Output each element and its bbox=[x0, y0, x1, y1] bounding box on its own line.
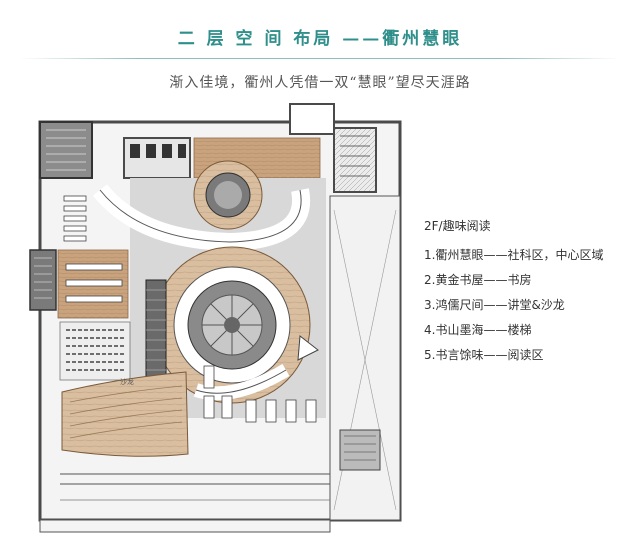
reading-tables bbox=[203, 365, 317, 423]
left-bookshelves bbox=[63, 195, 123, 303]
legend-item: 2.黄金书屋——书房 bbox=[424, 273, 532, 287]
legend-title: 2F/趣味阅读 bbox=[424, 219, 491, 233]
sofa-lounge: 沙龙 bbox=[61, 371, 189, 457]
floor-plan-drawing: 沙龙 bbox=[29, 103, 402, 533]
legend-item: 1.衢州慧眼——社科区，中心区域 bbox=[424, 248, 604, 262]
upper-reading-ring bbox=[92, 160, 311, 252]
divider-fade-right bbox=[500, 58, 620, 59]
title-divider bbox=[20, 58, 620, 59]
legend-item: 4.书山墨海——楼梯 bbox=[424, 323, 532, 337]
sofa-label: 沙龙 bbox=[120, 377, 134, 386]
left-stair-core bbox=[29, 121, 93, 311]
floor-plan: 沙龙 bbox=[0, 100, 640, 552]
legend-item: 5.书言馀味——阅读区 bbox=[424, 348, 544, 362]
zone-legend: 2F/趣味阅读 1.衢州慧眼——社科区，中心区域 2.黄金书屋——书房 3.鸿儒… bbox=[424, 214, 636, 368]
lecture-seating bbox=[59, 321, 131, 381]
divider-fade-left bbox=[20, 58, 140, 59]
right-corridor bbox=[329, 195, 401, 521]
legend-item: 3.鸿儒尺间——讲堂&沙龙 bbox=[424, 298, 565, 312]
page-title: 二 层 空 间 布局 ——衢州慧眼 bbox=[177, 29, 463, 49]
bottom-walkway bbox=[60, 473, 330, 501]
entry-marker bbox=[297, 335, 319, 361]
header: 二 层 空 间 布局 ——衢州慧眼 渐入佳境，衢州人凭借一双“慧眼”望尽天涯路 bbox=[0, 0, 640, 100]
central-eye-area bbox=[153, 246, 311, 404]
central-staircase bbox=[145, 279, 167, 391]
page-subtitle: 渐入佳境，衢州人凭借一双“慧眼”望尽天涯路 bbox=[169, 75, 471, 91]
